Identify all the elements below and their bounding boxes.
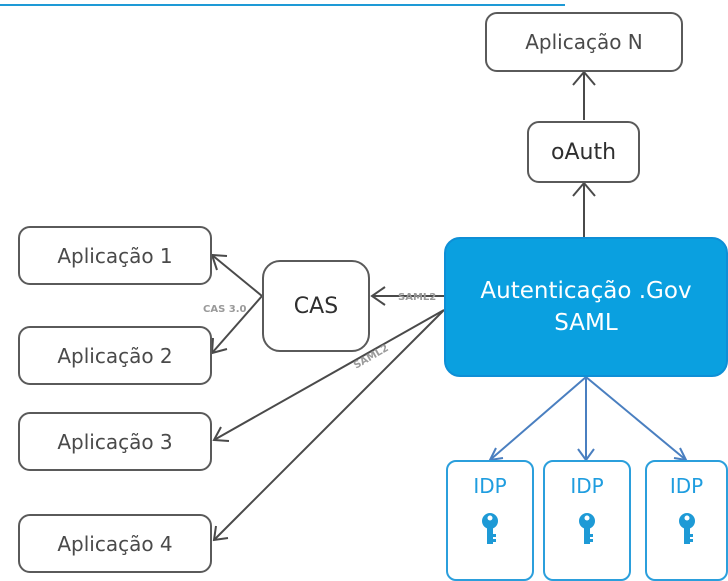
edge-main-app3: [213, 309, 445, 441]
key-icon: [676, 512, 698, 551]
oauth-label: oAuth: [550, 139, 617, 165]
cas-box: CAS: [262, 260, 370, 352]
arrowhead-app2: [210, 337, 228, 355]
edge-label-cas-protocol: CAS 3.0: [203, 304, 247, 315]
edge-cas-app1: [211, 254, 263, 297]
idp-box-2: IDP: [543, 460, 631, 581]
app-4-box: Aplicação 4: [18, 514, 212, 573]
edge-cas-app2: [211, 295, 263, 354]
app-n-label: Aplicação N: [525, 30, 643, 54]
edge-main-app4: [213, 309, 445, 541]
arrowhead-appn: [572, 70, 596, 86]
key-icon: [576, 512, 598, 551]
app-2-label: Aplicação 2: [57, 343, 173, 368]
app-n-box: Aplicação N: [485, 12, 683, 72]
main-title: Autenticação .Gov: [480, 278, 692, 304]
oauth-box: oAuth: [527, 121, 640, 183]
app-1-label: Aplicação 1: [57, 243, 173, 268]
arrowhead-app1: [210, 253, 228, 271]
idp-3-label: IDP: [669, 474, 704, 498]
key-icon: [479, 512, 501, 551]
edge-main-idp1: [489, 376, 587, 461]
idp-2-label: IDP: [570, 474, 604, 498]
edge-main-idp3: [585, 376, 687, 461]
cas-label: CAS: [293, 293, 339, 319]
idp-box-1: IDP: [446, 460, 534, 581]
arrowhead-app3: [212, 426, 230, 442]
idp-box-3: IDP: [645, 460, 728, 581]
app-2-box: Aplicação 2: [18, 326, 212, 385]
app-3-label: Aplicação 3: [57, 429, 173, 454]
arrowhead-app4: [212, 525, 229, 542]
arrowhead-oauth: [572, 181, 596, 197]
header-rule: [0, 0, 565, 6]
arrowhead-cas: [370, 286, 386, 306]
app-3-box: Aplicação 3: [18, 412, 212, 471]
edge-label-saml-to-cas: SAML2: [398, 292, 437, 303]
main-auth-box: Autenticação .Gov SAML: [444, 237, 728, 377]
app-1-box: Aplicação 1: [18, 226, 212, 285]
main-subtitle: SAML: [554, 310, 618, 336]
idp-1-label: IDP: [473, 474, 507, 498]
app-4-label: Aplicação 4: [57, 531, 173, 556]
